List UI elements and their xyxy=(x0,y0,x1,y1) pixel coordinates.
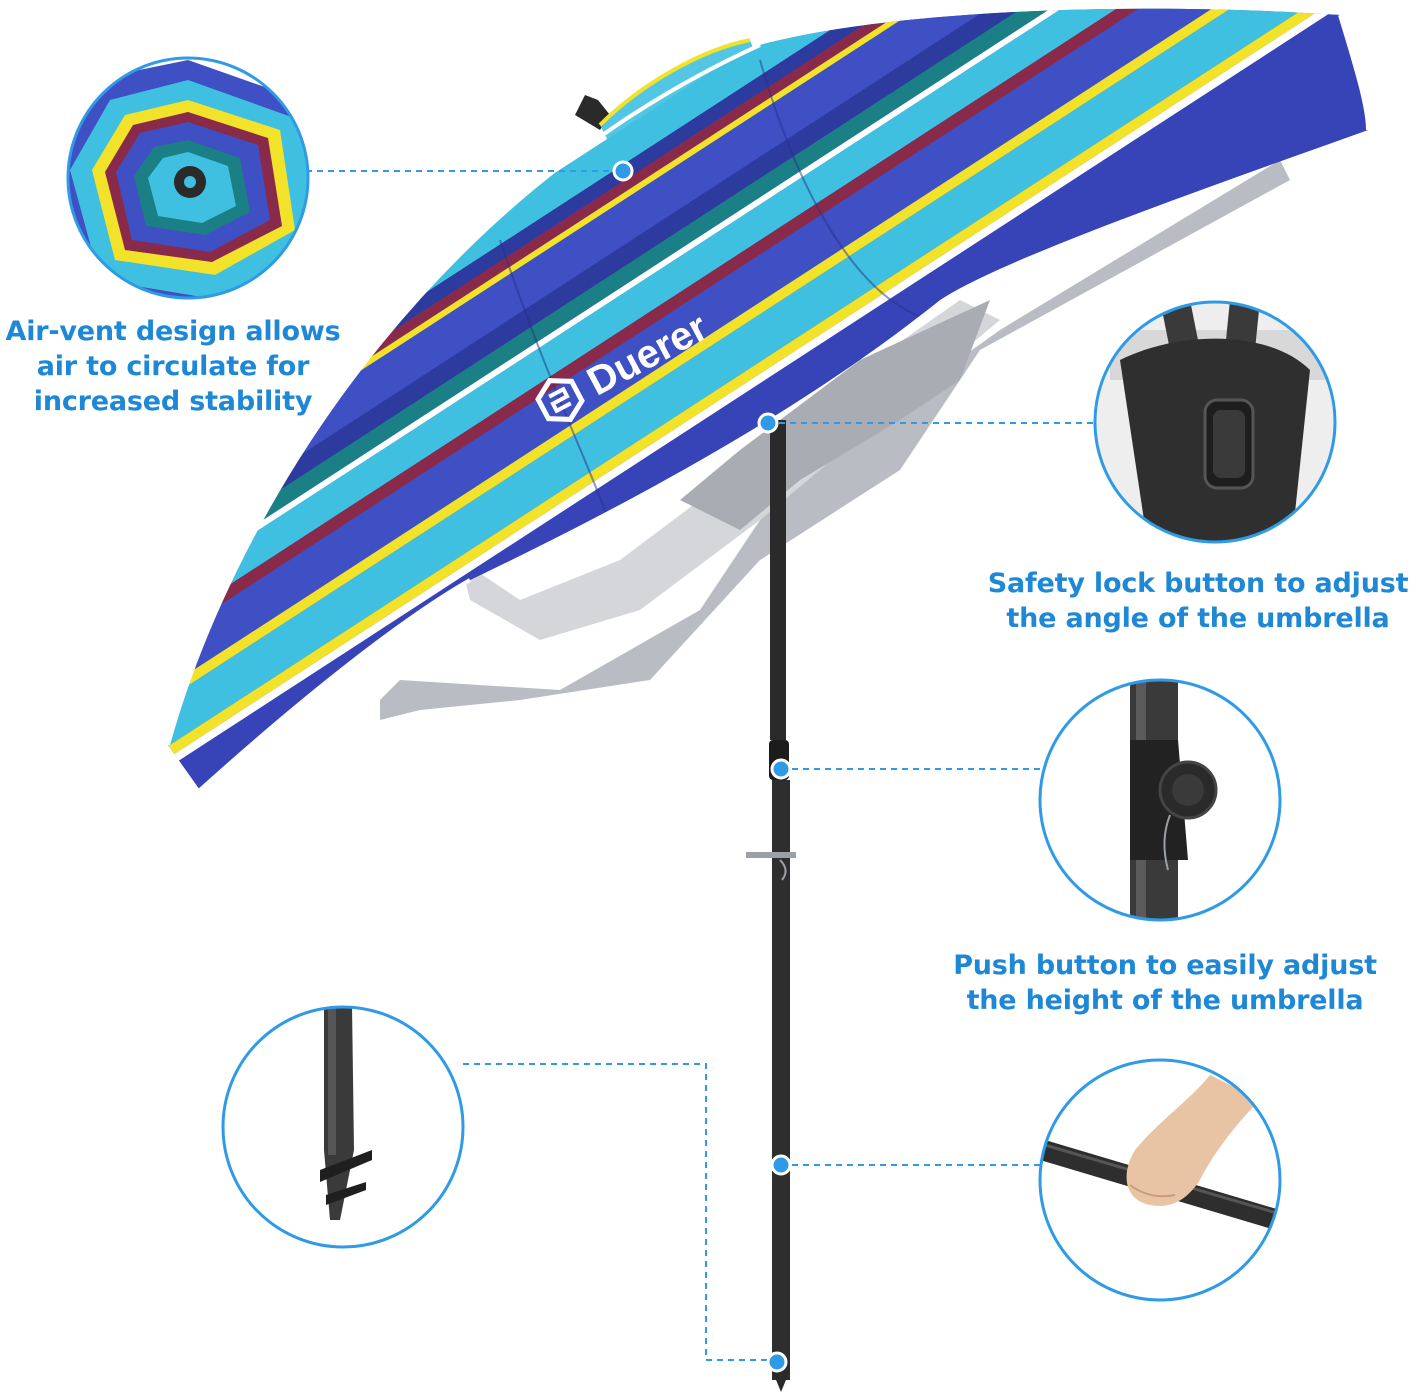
callout-air-vent xyxy=(66,56,310,300)
canopy-edge-right xyxy=(1338,14,1370,131)
umbrella-pole xyxy=(746,420,796,1392)
caption-push-button-line1: Push button to easily adjust xyxy=(953,950,1377,981)
marker-anchor xyxy=(766,1351,788,1373)
marker-lock xyxy=(757,412,779,434)
marker-pole xyxy=(770,1154,792,1176)
caption-air-vent-line2: air to circulate for xyxy=(36,351,310,382)
callout-markers xyxy=(612,160,792,1373)
caption-air-vent-line1: Air-vent design allows xyxy=(5,316,341,347)
canopy-edge-left xyxy=(166,43,761,746)
caption-safety-lock-line2: the angle of the umbrella xyxy=(1006,603,1390,634)
marker-push xyxy=(770,758,792,780)
callout-sand-anchor xyxy=(221,1005,465,1249)
caption-push-button-line2: the height of the umbrella xyxy=(966,985,1364,1016)
caption-safety-lock-line1: Safety lock button to adjust xyxy=(987,568,1409,599)
callout-connectors xyxy=(306,170,1096,1361)
callout-pole-grip xyxy=(1038,1058,1282,1302)
callout-push-button xyxy=(1038,678,1282,922)
marker-vent xyxy=(612,160,634,182)
canopy-underside xyxy=(380,160,1290,720)
caption-safety-lock: Safety lock button to adjust the angle o… xyxy=(980,566,1416,636)
callout-safety-lock xyxy=(1093,300,1337,544)
canopy-edge-bottom xyxy=(198,578,471,792)
caption-air-vent-line3: increased stability xyxy=(33,386,313,417)
caption-push-button: Push button to easily adjust the height … xyxy=(930,948,1400,1018)
caption-air-vent: Air-vent design allows air to circulate … xyxy=(0,314,346,419)
